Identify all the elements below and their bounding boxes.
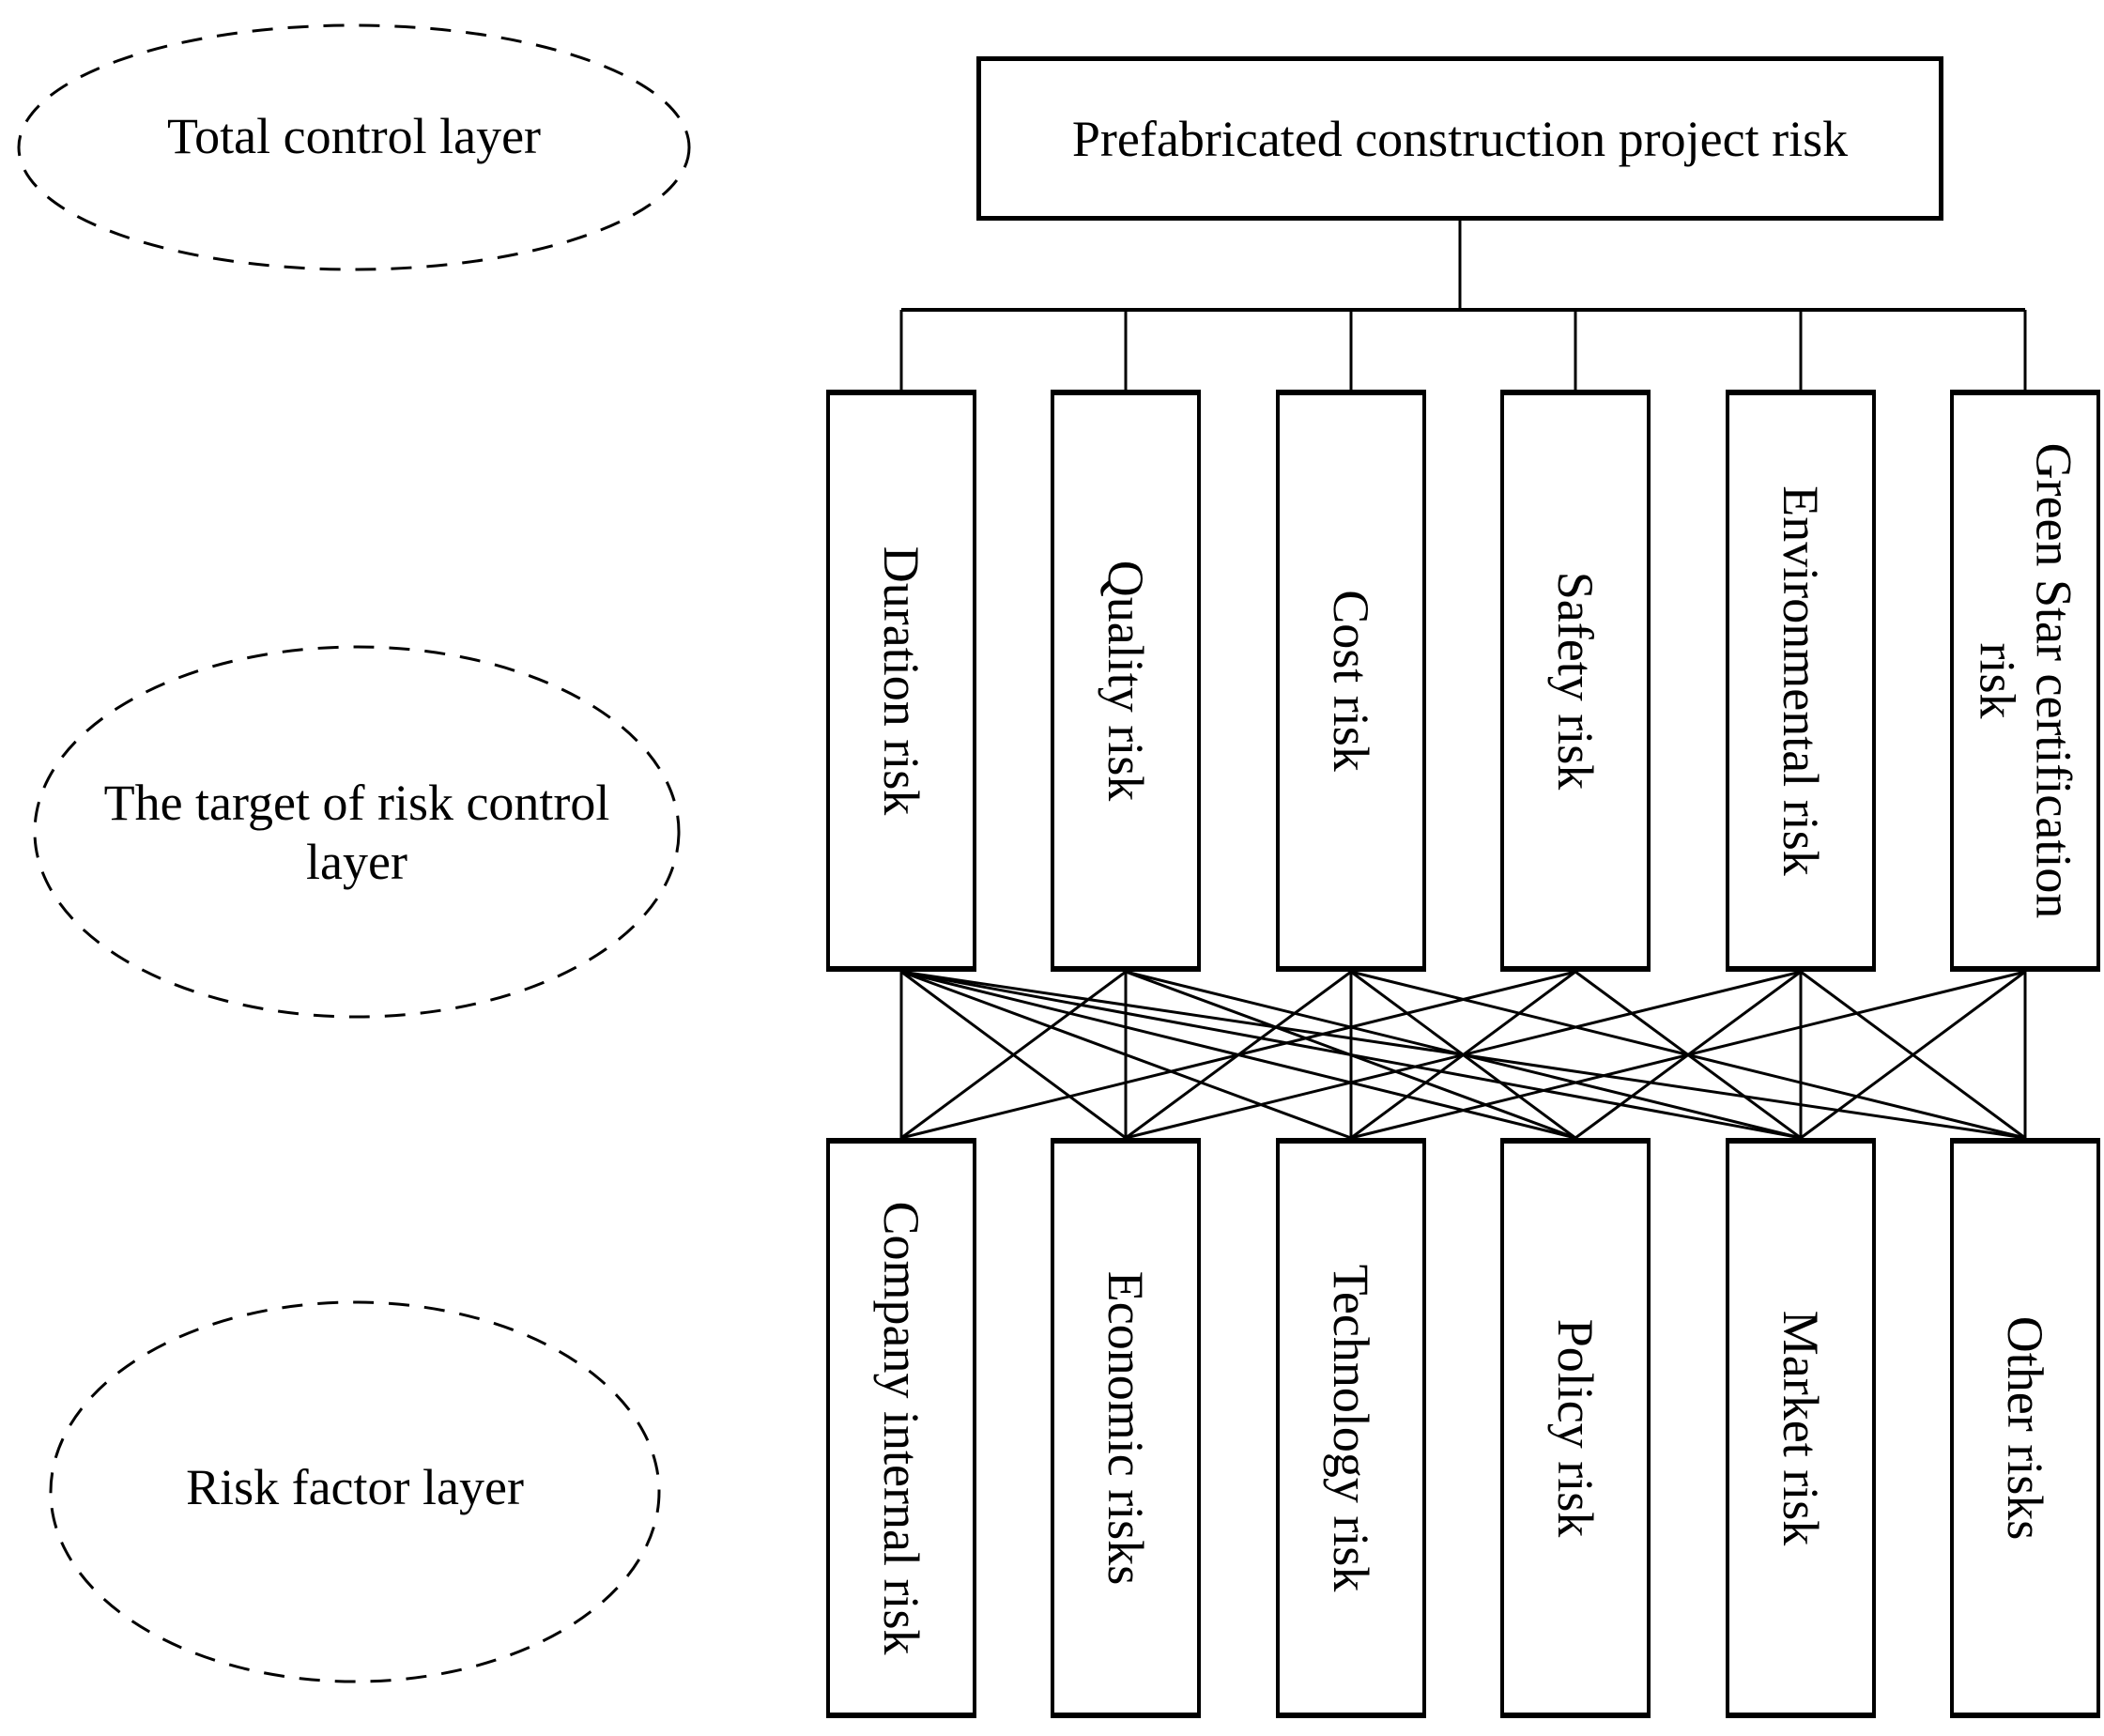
connection-line	[900, 970, 1127, 1140]
target-control-layer-ellipse	[33, 645, 681, 1019]
box-other-risks: Other risks	[1950, 1138, 2100, 1718]
box-green-star-certification-risk: Green Star certification risk	[1950, 390, 2100, 972]
connection-line	[900, 970, 1576, 1140]
box-policy-risk: Policy risk	[1500, 1138, 1651, 1718]
box-duration-risk: Duration risk	[826, 390, 976, 972]
target-box-label: Cost risk	[1323, 590, 1379, 772]
target-box-label: Duration risk	[873, 545, 929, 816]
connection-line	[1125, 970, 1802, 1140]
total-control-layer-label: Total control layer	[166, 108, 542, 164]
root-risk-box: Prefabricated construction project risk	[976, 56, 1943, 221]
box-technology-risk: Technology risk	[1276, 1138, 1426, 1718]
factor-box-label: Policy risk	[1547, 1318, 1604, 1538]
target-box-label: Green Star certification risk	[1969, 442, 2082, 919]
risk-factor-layer-ellipse	[49, 1300, 661, 1683]
box-safety-risk: Safety risk	[1500, 390, 1651, 972]
root-risk-label: Prefabricated construction project risk	[1071, 110, 1849, 167]
box-cost-risk: Cost risk	[1276, 390, 1426, 972]
risk-factor-layer-label: Risk factor layer	[186, 1459, 524, 1515]
box-economic-risks: Economic risks	[1051, 1138, 1201, 1718]
total-control-layer-ellipse	[17, 23, 691, 271]
box-environmental-risk: Environmental risk	[1726, 390, 1876, 972]
target-box-label: Quality risk	[1098, 560, 1154, 802]
factor-box-label: Other risks	[1997, 1315, 2053, 1541]
box-quality-risk: Quality risk	[1051, 390, 1201, 972]
factor-box-label: Technology risk	[1323, 1264, 1379, 1592]
target-control-layer-label: The target of risk control layer	[103, 775, 610, 890]
box-market-risk: Market risk	[1726, 1138, 1876, 1718]
box-company-internal-risk: Company internal risk	[826, 1138, 976, 1718]
target-box-label: Safety risk	[1547, 571, 1604, 791]
connection-line	[1350, 970, 2026, 1140]
factor-box-label: Company internal risk	[873, 1201, 929, 1655]
factor-box-label: Economic risks	[1098, 1270, 1154, 1586]
connection-line	[1800, 970, 2026, 1140]
target-box-label: Environmental risk	[1773, 485, 1829, 876]
factor-box-label: Market risk	[1773, 1310, 1829, 1546]
